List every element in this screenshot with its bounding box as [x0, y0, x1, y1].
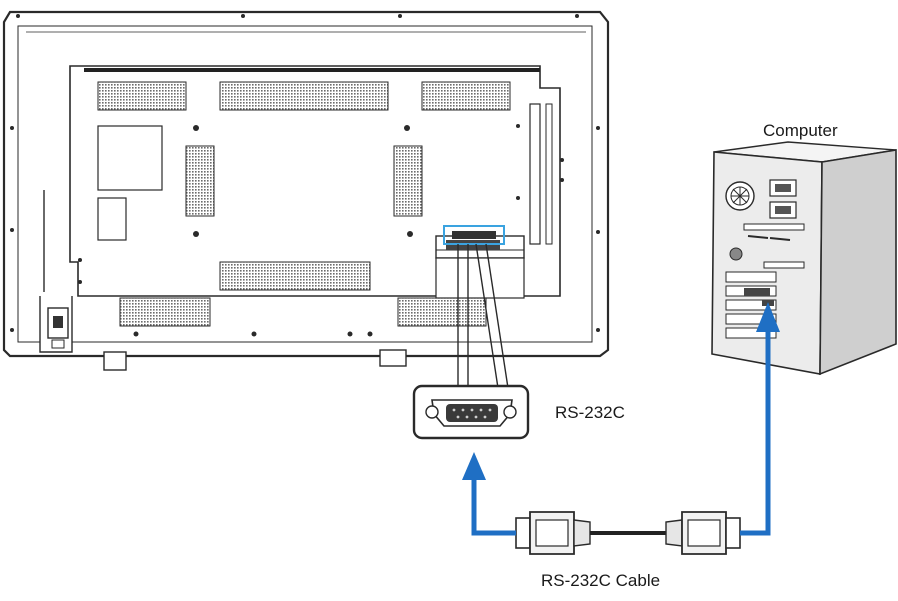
port-highlight	[443, 225, 505, 245]
rs232c-cable-label: RS-232C Cable	[541, 571, 661, 590]
computer-label: Computer	[763, 121, 838, 140]
arrow-heads	[462, 302, 780, 480]
serial-cable-icon	[515, 511, 741, 555]
arrow-to-computer	[740, 326, 771, 536]
computer-tower-icon	[711, 141, 897, 376]
arrow-head-display	[462, 452, 486, 480]
callout-lines	[457, 243, 509, 389]
connection-arrows	[471, 326, 771, 536]
arrow-head-computer	[756, 302, 780, 332]
arrow-to-display	[471, 476, 516, 536]
monitor-rear-icon	[2, 10, 610, 371]
rs232c-port-label: RS-232C	[555, 403, 625, 422]
db9-port-icon	[412, 384, 530, 440]
